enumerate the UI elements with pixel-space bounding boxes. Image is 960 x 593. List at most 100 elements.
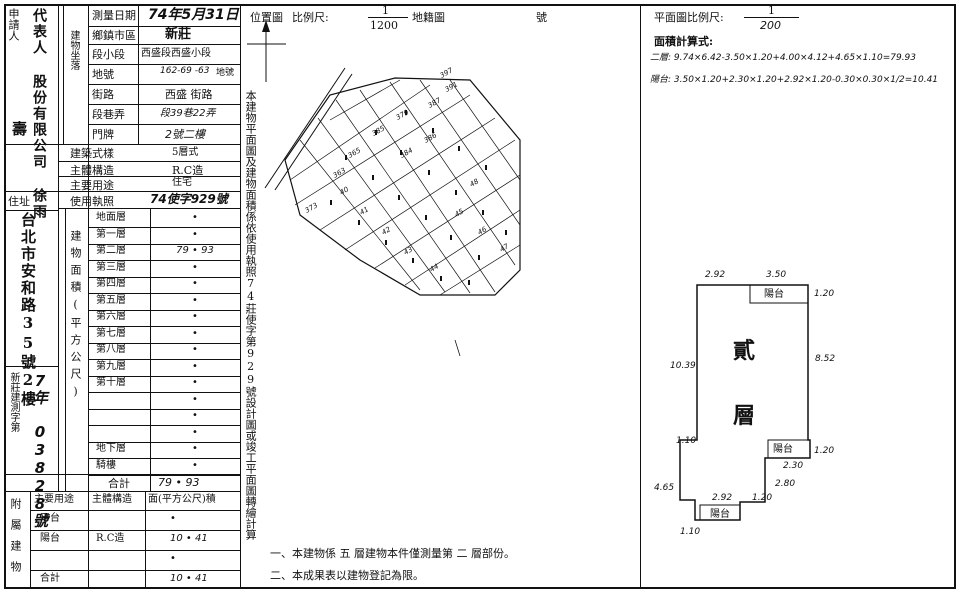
lot-label: 地號 bbox=[92, 68, 114, 81]
township-label: 鄉鎮市區 bbox=[92, 29, 136, 42]
lane-value: 段39巷22弄 bbox=[160, 108, 216, 119]
dim-bottom-right: 1.20 bbox=[752, 493, 773, 503]
plan-scale-den: 200 bbox=[760, 19, 781, 32]
location-scale-label: 比例尺: bbox=[292, 11, 329, 24]
dim-top-right: 3.50 bbox=[766, 270, 787, 280]
floor-area-value: • bbox=[192, 443, 198, 454]
location-scale-den: 1200 bbox=[370, 19, 398, 32]
total-value: 79 • 93 bbox=[158, 476, 200, 489]
appendix-header-use: 主要用途 bbox=[34, 494, 74, 505]
location-title: 位置圖 bbox=[250, 11, 283, 24]
floor-area-value: 79 • 93 bbox=[176, 245, 214, 256]
plan-scale-num: 1 bbox=[768, 4, 775, 17]
floor-row-divider bbox=[88, 259, 240, 261]
appendix-use: 合計 bbox=[40, 573, 60, 584]
floor-area-value: • bbox=[192, 361, 198, 372]
applicant-label: 申請人 bbox=[7, 8, 20, 41]
door-label: 門牌 bbox=[92, 128, 114, 141]
cadastral-label: 地籍圖 bbox=[412, 11, 445, 24]
floor-area-value: • bbox=[192, 262, 198, 273]
permit-no-value: 7年 03828號 bbox=[31, 372, 49, 528]
appendix-structure: R.C造 bbox=[96, 533, 125, 544]
floor-row-divider bbox=[88, 243, 240, 245]
floor-area-value: • bbox=[192, 377, 198, 388]
note-1: 一、本建物係 五 層建物本件僅測量第 二 層部份。 bbox=[270, 547, 515, 560]
floor-label: 第一層 bbox=[96, 229, 126, 240]
floor-label: 第六層 bbox=[96, 311, 126, 322]
township-value: 新莊 bbox=[165, 27, 192, 42]
floor-area-value: • bbox=[192, 278, 198, 289]
survey-form-sheet bbox=[4, 4, 956, 589]
lane-label: 段巷弄 bbox=[92, 108, 125, 121]
lot-suffix: 地號 bbox=[216, 68, 235, 78]
permit-label: 使用執照 bbox=[70, 195, 114, 208]
floor-area-value: • bbox=[192, 344, 198, 355]
floor-row-divider bbox=[88, 325, 240, 327]
floor-row-divider bbox=[88, 309, 240, 311]
usage-label: 主要用途 bbox=[70, 179, 114, 192]
calc-title: 面積計算式: bbox=[654, 35, 714, 48]
floor-row-divider bbox=[88, 276, 240, 278]
building-style-value: 5層式 bbox=[172, 147, 199, 158]
lot-value: 162-69 -63 bbox=[160, 66, 210, 76]
dim-left-lower: 4.65 bbox=[654, 483, 675, 493]
floor-label: 第八層 bbox=[96, 344, 126, 355]
area-section-label: 建物面積(平方公尺) bbox=[69, 230, 82, 404]
floor-row-divider bbox=[88, 226, 240, 228]
floor-row-divider bbox=[88, 474, 240, 476]
door-value: 2號二樓 bbox=[165, 128, 205, 141]
floor-row-divider bbox=[88, 391, 240, 393]
dim-bottom: 2.92 bbox=[712, 493, 733, 503]
floor-area-value: • bbox=[192, 460, 198, 471]
dim-top-balcony: 1.20 bbox=[814, 289, 835, 299]
permit-value: 74使字929號 bbox=[150, 192, 228, 206]
floor-row-divider bbox=[88, 441, 240, 443]
floor-name-top: 貳 bbox=[733, 338, 756, 364]
floor-row-divider bbox=[88, 424, 240, 426]
floor-label: 地下層 bbox=[96, 443, 126, 454]
balcony-label-right: 陽台 bbox=[773, 444, 793, 455]
floor-area-value: • bbox=[192, 295, 198, 306]
address-label: 住址 bbox=[8, 195, 30, 208]
dim-right: 8.52 bbox=[815, 354, 836, 364]
floor-area-value: • bbox=[192, 328, 198, 339]
dim-left-step: 1.10 bbox=[676, 436, 697, 446]
floor-label: 第三層 bbox=[96, 262, 126, 273]
dim-left: 10.39 bbox=[670, 361, 696, 371]
floor-label: 第五層 bbox=[96, 295, 126, 306]
survey-date-value: 74年5月31日 bbox=[148, 7, 239, 23]
structure-value: R.C造 bbox=[172, 164, 204, 177]
calc-line-1: 二層: 9.74×6.42-3.50×1.20+4.00×4.12+4.65×1… bbox=[650, 53, 917, 63]
section-value: 西盛段西盛小段 bbox=[141, 48, 211, 59]
floor-label: 第七層 bbox=[96, 328, 126, 339]
road-label: 街路 bbox=[92, 88, 114, 101]
usage-value: 住宅 bbox=[172, 177, 192, 188]
vertical-note: 本建物平面圖及建物面積係依使用執照74莊使字第929號設計圖或竣工平面圖轉繪計算 bbox=[244, 90, 258, 540]
floor-area-value: • bbox=[192, 229, 198, 240]
appendix-area: 10 • 41 bbox=[170, 533, 208, 544]
appendix-use: 陽台 bbox=[40, 533, 60, 544]
sheet-no-label: 號 bbox=[536, 11, 547, 24]
note-2: 二、本成果表以建物登記為限。 bbox=[270, 569, 424, 582]
dim-right-balcony: 1.20 bbox=[814, 446, 835, 456]
floor-label: 第十層 bbox=[96, 377, 126, 388]
appendix-area: • bbox=[170, 553, 176, 564]
floor-row-divider bbox=[88, 342, 240, 344]
floor-label: 第九層 bbox=[96, 361, 126, 372]
dim-right-balcony-width: 2.30 bbox=[783, 461, 804, 471]
total-label: 合計 bbox=[108, 477, 130, 490]
building-location-label: 建物坐落 bbox=[68, 30, 79, 70]
road-value: 西盛 街路 bbox=[165, 88, 213, 101]
floor-row-divider bbox=[88, 408, 240, 410]
location-scale-num: 1 bbox=[382, 4, 389, 17]
floor-label: 地面層 bbox=[96, 212, 126, 223]
floor-area-value: • bbox=[192, 394, 198, 405]
section-label: 段小段 bbox=[92, 48, 125, 61]
appendix-label: 附屬建物 bbox=[9, 498, 22, 582]
appendix-header-structure: 主體構造 bbox=[92, 494, 132, 505]
survey-date-label: 測量日期 bbox=[92, 9, 136, 22]
balcony-label-top: 陽台 bbox=[764, 289, 784, 300]
balcony-label-bottom: 陽台 bbox=[710, 509, 730, 520]
appendix-area: 10 • 41 bbox=[170, 573, 208, 584]
